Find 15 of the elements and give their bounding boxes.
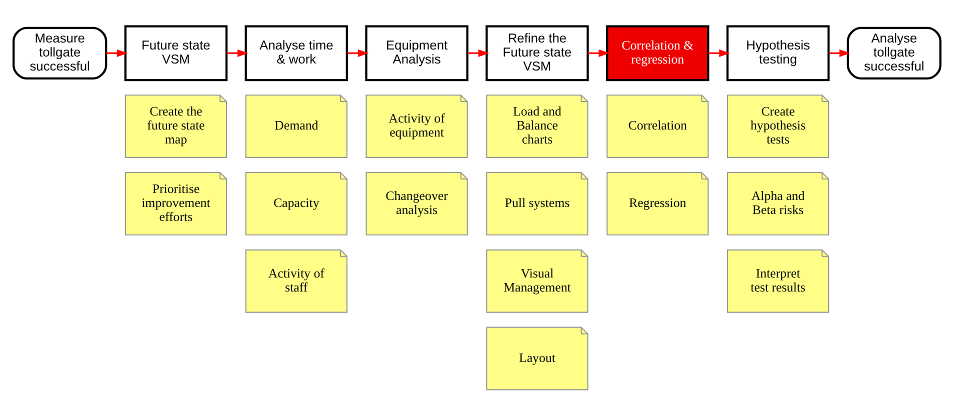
arrow: [588, 49, 609, 57]
node-box: Analyse time & work: [244, 25, 348, 82]
node-box: Correlation & regression: [606, 25, 709, 82]
arrow: [467, 49, 489, 57]
arrow: [708, 49, 730, 57]
node-box: Future state VSM: [124, 25, 228, 82]
node-box: Measure tollgate successful: [12, 26, 107, 80]
arrow: [828, 49, 850, 57]
node-box: Analyse tollgate successful: [846, 26, 941, 80]
node-box: Hypothesis testing: [726, 25, 830, 82]
arrow: [226, 49, 248, 57]
node-box: Refine the Future state VSM: [485, 25, 588, 82]
node-box: Equipment Analysis: [364, 25, 468, 82]
arrow: [346, 49, 368, 57]
arrow: [106, 49, 128, 57]
